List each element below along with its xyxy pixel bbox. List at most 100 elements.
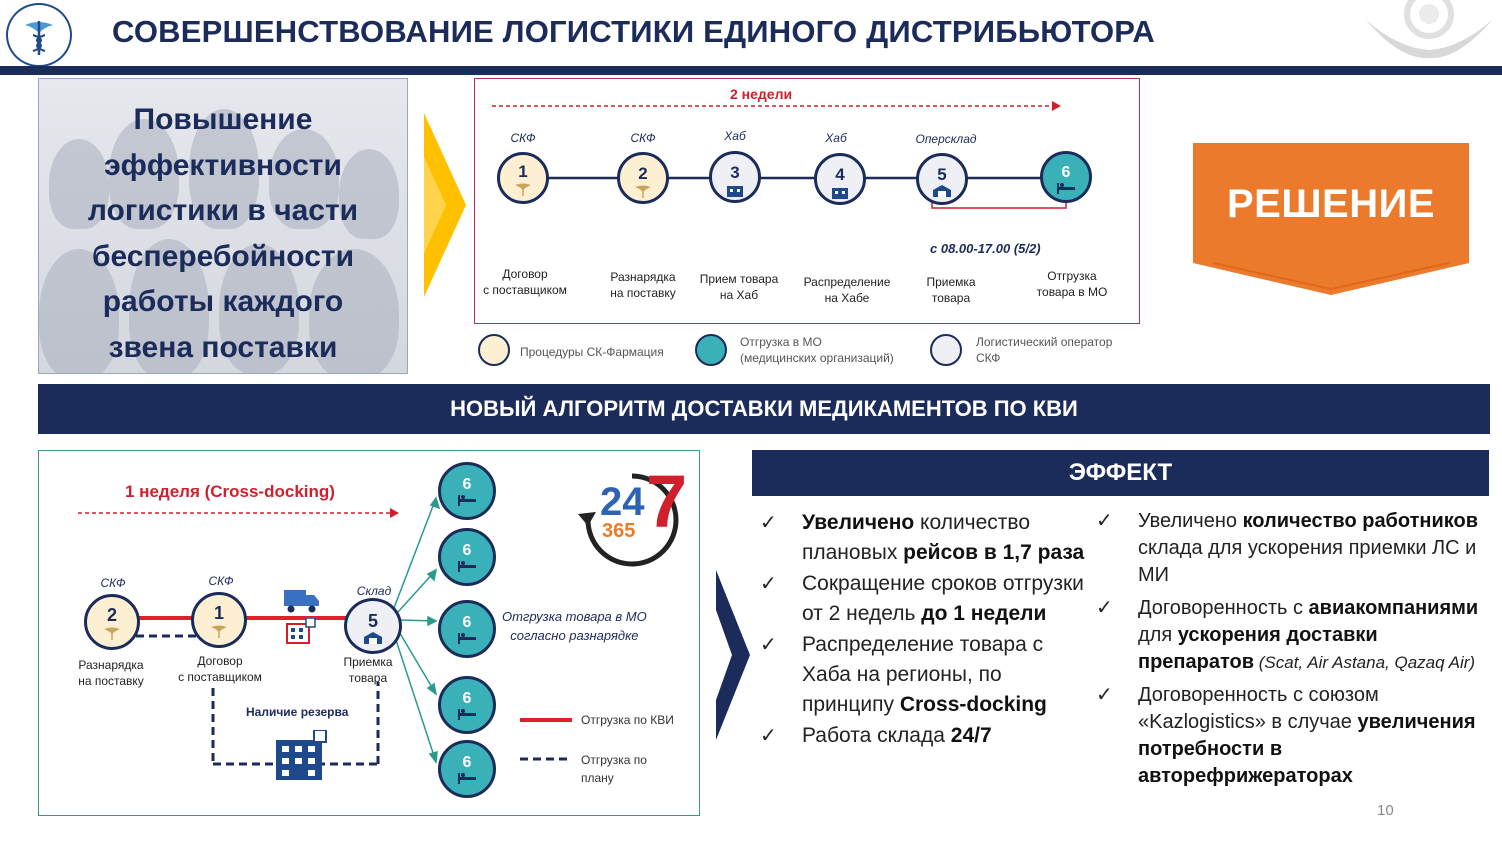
checkmark-icon: ✓ <box>1096 510 1113 532</box>
checkmark-icon: ✓ <box>1096 684 1113 706</box>
legend-procedures: Процедуры СК-Фармация <box>520 345 664 359</box>
legend-swatch-operator <box>930 334 962 366</box>
destination-mo-node: 6 <box>438 740 496 798</box>
legend-plan: Отгрузка по плану <box>581 751 647 787</box>
node-number: 1 <box>213 603 224 623</box>
reserve-label: Наличие резерва <box>246 705 349 719</box>
hospital-building-icon <box>274 729 328 785</box>
effect-text: Сокращение сроков отгрузки от 2 недель <box>802 572 1084 625</box>
node-label-line: на Хаб <box>719 288 759 302</box>
hospital-bed-icon <box>458 561 476 572</box>
node-number: 2 <box>106 605 117 625</box>
node-number: 6 <box>462 754 472 771</box>
checkmark-icon: ✓ <box>760 634 777 656</box>
node-label: Приемка товара <box>906 274 996 306</box>
effect-header: ЭФФЕКТ <box>752 450 1489 496</box>
node-number: 1 <box>518 162 528 181</box>
node-number: 6 <box>462 542 472 559</box>
warehouse-icon <box>727 186 743 197</box>
page-number: 10 <box>1377 802 1394 819</box>
node-label-line: на поставку <box>610 286 676 300</box>
solution-label: РЕШЕНИЕ <box>1226 182 1436 226</box>
hospital-bed-icon <box>458 633 476 644</box>
hospital-bed-icon <box>458 773 476 784</box>
effect-text: Работа склада <box>802 724 951 747</box>
node-label-line: Приемка <box>926 275 976 289</box>
effect-text: Договоренность с <box>1138 597 1309 619</box>
ministry-logo <box>6 3 72 67</box>
goal-statement: Повышение эффективности логистики в част… <box>39 97 407 370</box>
node-caption: Оперсклад <box>915 132 977 146</box>
new-algorithm-panel <box>38 450 700 816</box>
node-label-line: с поставщиком <box>483 283 567 297</box>
warehouse-icon <box>832 188 848 199</box>
node-caption: Хаб <box>825 131 847 145</box>
legend-line: СКФ <box>976 351 1001 365</box>
legend-shipment: Отгрузка в МО(медицинских организаций) <box>740 334 894 366</box>
goal-line: логистики в части <box>87 194 359 227</box>
clock-247-icon: 24 365 7 <box>570 458 694 576</box>
page-title: СОВЕРШЕНСТВОВАНИЕ ЛОГИСТИКИ ЕДИНОГО ДИСТ… <box>112 14 1156 49</box>
node-label-line: Прием товара <box>699 272 779 286</box>
hospital-building-icon <box>286 617 316 649</box>
effect-bold: количество работников <box>1242 510 1479 532</box>
node-label-line: товара <box>931 291 971 305</box>
process-node-6: 6 <box>1040 151 1092 203</box>
storage-building-icon <box>364 632 382 644</box>
node-label: Отгрузка товара в МО <box>1022 268 1122 300</box>
node-number: 6 <box>462 476 472 493</box>
effect-list-left: ✓Увеличено количество плановых рейсов в … <box>754 508 1094 752</box>
caduceus-icon <box>635 185 651 198</box>
process-node-1: 1 <box>497 152 549 204</box>
node-label-line: товара <box>348 671 388 685</box>
node-label-line: Отгрузка <box>1047 269 1097 283</box>
effect-text: Распределение товара с Хаба на регионы, … <box>802 633 1044 716</box>
checkmark-icon: ✓ <box>1096 597 1113 619</box>
shipment-note-line: Отгрузка товара в МО <box>502 609 647 624</box>
caduceus-icon <box>211 625 227 638</box>
process-node-2: 2 <box>617 152 669 204</box>
node-caption: Хаб <box>724 129 746 143</box>
duration-label: 2 недели <box>730 86 793 102</box>
goal-line: бесперебойности <box>91 239 355 273</box>
effect-text: склада для ускорения приемки ЛС и МИ <box>1138 537 1477 586</box>
node-label-line: Разнарядка <box>78 658 144 672</box>
effect-bold: увеличения потребности в авторефрижерато… <box>1138 711 1476 787</box>
caduceus-icon <box>515 183 531 196</box>
effect-bold: Cross-docking <box>899 693 1047 716</box>
effect-item: ✓ Распределение товара с Хаба на регионы,… <box>754 630 1094 720</box>
effect-bold: 24/7 <box>950 724 992 747</box>
process-node-5: 5 <box>916 153 968 205</box>
effect-item: ✓Работа склада 24/7 <box>754 721 1094 751</box>
goal-panel: Повышение эффективности логистики в част… <box>38 78 408 374</box>
node-caption: СКФ <box>208 574 234 588</box>
legend-line: Отгрузка по <box>581 753 647 767</box>
node-label-line: Приемка <box>343 655 393 669</box>
badge-days: 365 <box>602 520 636 542</box>
node-label: Прием товара на Хаб <box>680 271 798 303</box>
node-number: 3 <box>730 163 740 182</box>
truck-icon <box>284 586 320 619</box>
node-number: 5 <box>367 611 378 631</box>
state-emblem-icon <box>1360 0 1498 64</box>
node-number: 5 <box>937 165 947 184</box>
checkmark-icon: ✓ <box>760 573 777 595</box>
effect-bold: рейсов в 1,7 раза <box>903 541 1085 564</box>
effect-text: Договоренность с союзом «Kazlogistics» в… <box>1138 684 1379 733</box>
chevron-right-icon <box>716 570 750 740</box>
effect-text: Увеличено <box>1138 510 1243 532</box>
legend-kvi: Отгрузка по КВИ <box>581 713 674 727</box>
effect-item: ✓ Договоренность с союзом «Kazlogistics» … <box>1090 682 1498 790</box>
goal-line: эффективности <box>104 148 342 182</box>
new-node-5: 5 <box>344 598 402 654</box>
cross-docking-duration: 1 неделя (Cross-docking) <box>125 482 335 501</box>
node-label-line: товара в МО <box>1036 285 1108 299</box>
node-label-line: Распределение <box>803 275 891 289</box>
goal-line: работы каждого <box>102 285 344 318</box>
warehouse-schedule: с 08.00-17.00 (5/2) <box>930 241 1041 256</box>
